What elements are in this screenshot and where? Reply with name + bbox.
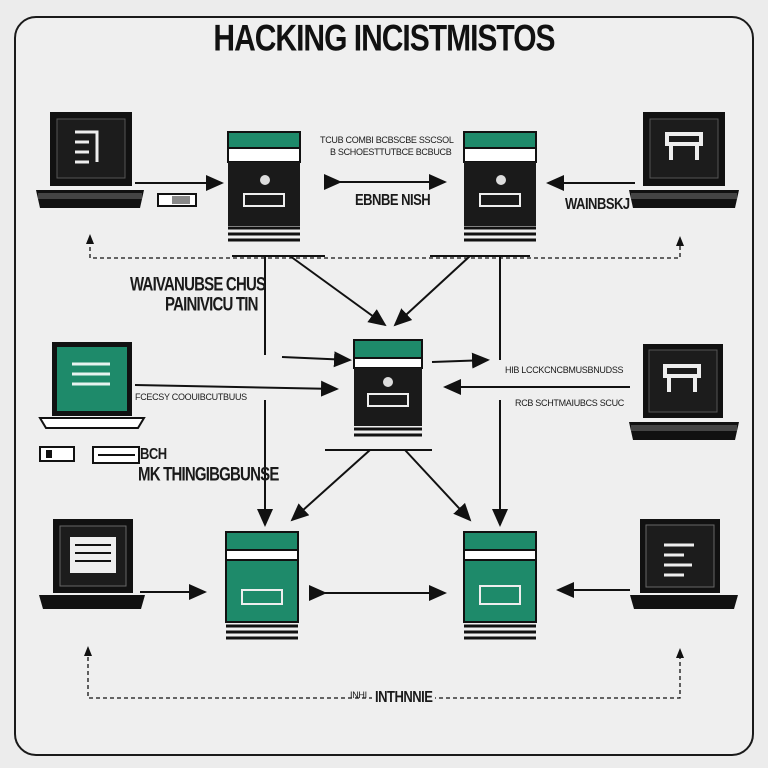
server-icon [225,531,299,640]
right-laptop-label: WAINBSKJ [565,194,630,213]
arrow-icon [134,380,339,397]
bottom-label: INTHNNIE [372,687,436,706]
arrow-icon [404,449,472,522]
arrow-icon [289,255,387,327]
left-low-label: MK THINGIBGBUNSE [138,463,279,486]
arrow-icon [290,449,371,522]
right-mid-label-1: HIB LCCKCNCBMUSBNUDSS [505,365,624,375]
diagram-title: HACKING INCISTMISTOS [213,17,555,59]
laptop-icon [38,342,146,429]
server-icon [353,339,423,437]
left-mid-label-1: WAIVANUBSE CHUS [130,273,266,296]
connector-icon [39,446,140,464]
right-mid-label-2: RCB SCHTMAIUBCS SCUC [515,398,625,408]
server-icon [227,131,301,242]
arrow-icon [393,255,471,327]
server-icon [463,531,537,640]
laptop-icon [629,112,739,208]
laptop-icon [630,519,738,609]
laptop-icon [629,344,739,440]
arrow-icon [431,352,490,369]
small-tag: BCH [140,444,167,463]
server-icon [463,131,537,242]
laptop-icon [36,112,144,208]
left-mid-label-2: PAINIVICU TIN [165,293,258,316]
server-note-1: TCUB COMBI BCBSCBE SSCSOL [320,135,454,145]
drive-icon [157,193,197,207]
arrow-icon [281,351,352,368]
left-laptop-label: FCECSY COOUIBCUTBUUS [135,392,247,402]
link-label-top: EBNBE NISH [355,190,431,209]
server-note-2: B SCHOESTTUTBCE BCBUCB [330,147,452,157]
laptop-icon [39,519,145,609]
bottom-prefix-label: INHI [350,690,367,700]
